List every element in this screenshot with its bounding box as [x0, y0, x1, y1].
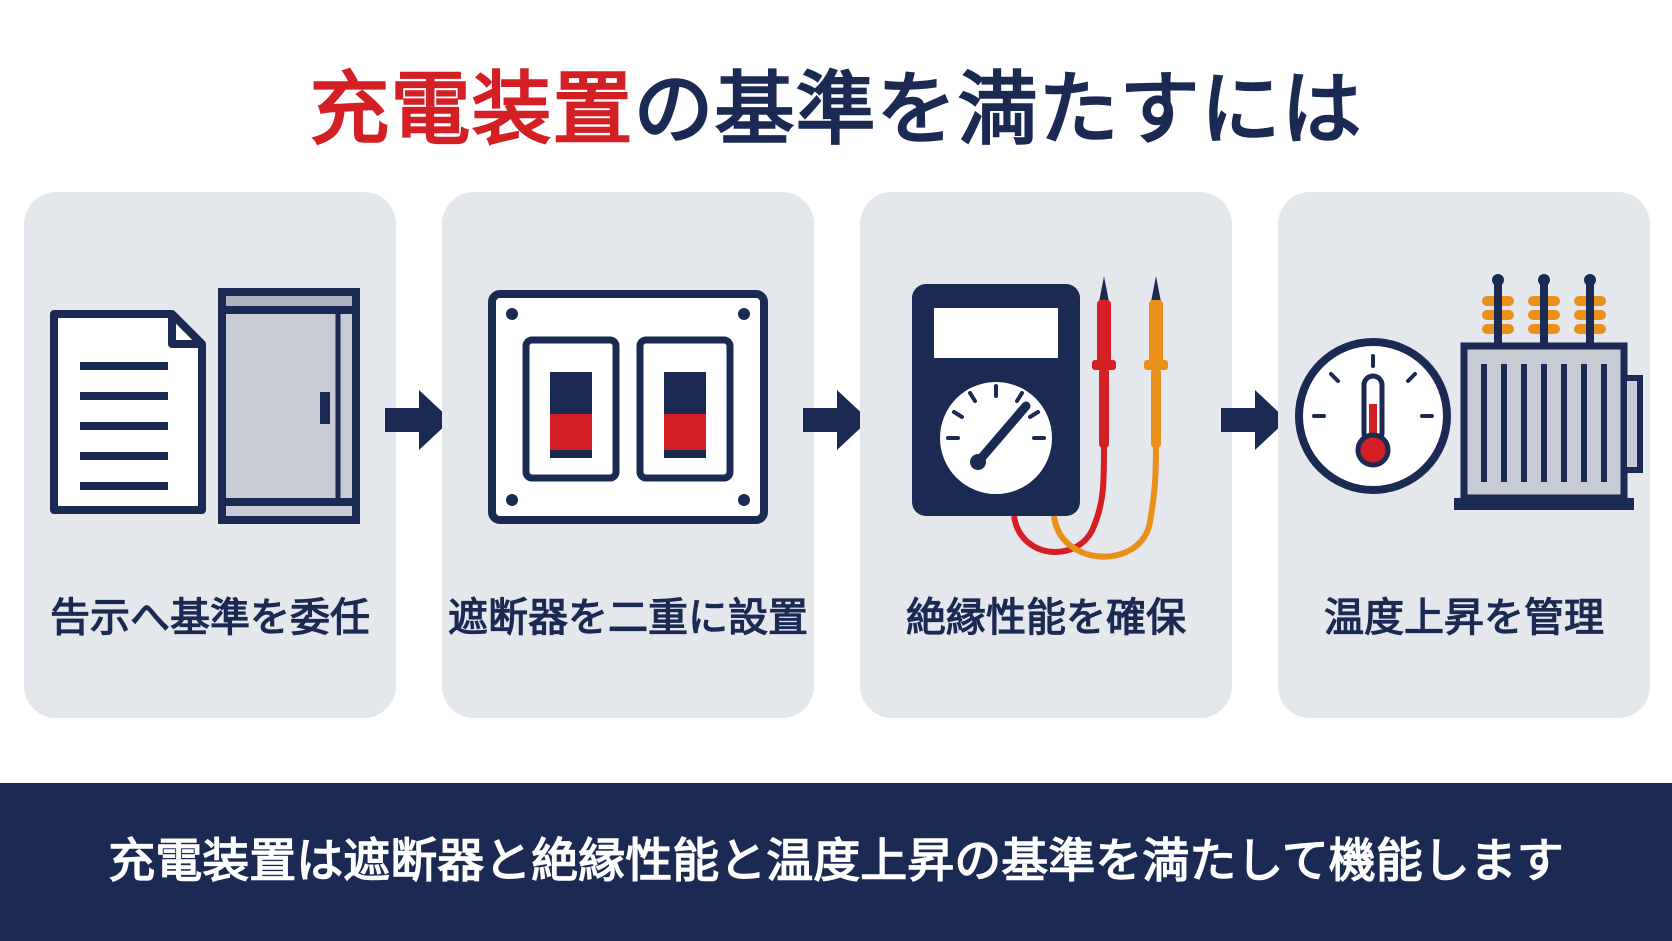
step-card-2: 遮断器を二重に設置: [442, 192, 814, 718]
title-rest: の基準を満たすには: [633, 63, 1363, 156]
step-card-1: 告示へ基準を委任: [24, 192, 396, 718]
arrow-icon-1: [385, 390, 451, 450]
step-label-4: 温度上昇を管理: [1324, 595, 1604, 641]
title-highlight: 充電装置: [309, 63, 634, 156]
thermometer-transformer-icon: [1295, 274, 1643, 510]
multimeter-icon: [912, 276, 1168, 560]
step-label-3: 絶縁性能を確保: [906, 595, 1186, 641]
step-label-1: 告示へ基準を委任: [50, 595, 370, 641]
arrow-icon-3: [1221, 390, 1287, 450]
document-and-cabinet-icon: [50, 288, 360, 524]
summary-text: 充電装置は遮断器と絶縁性能と温度上昇の基準を満たして機能します: [108, 834, 1564, 889]
step-label-2: 遮断器を二重に設置: [448, 595, 808, 641]
step-card-4: 温度上昇を管理: [1278, 192, 1650, 718]
arrow-icon-2: [803, 390, 869, 450]
page-title: 充電装置の基準を満たすには: [0, 60, 1672, 160]
summary-banner: 充電装置は遮断器と絶縁性能と温度上昇の基準を満たして機能します: [0, 783, 1672, 941]
step-card-3: 絶縁性能を確保: [860, 192, 1232, 718]
double-breaker-icon: [488, 290, 768, 524]
